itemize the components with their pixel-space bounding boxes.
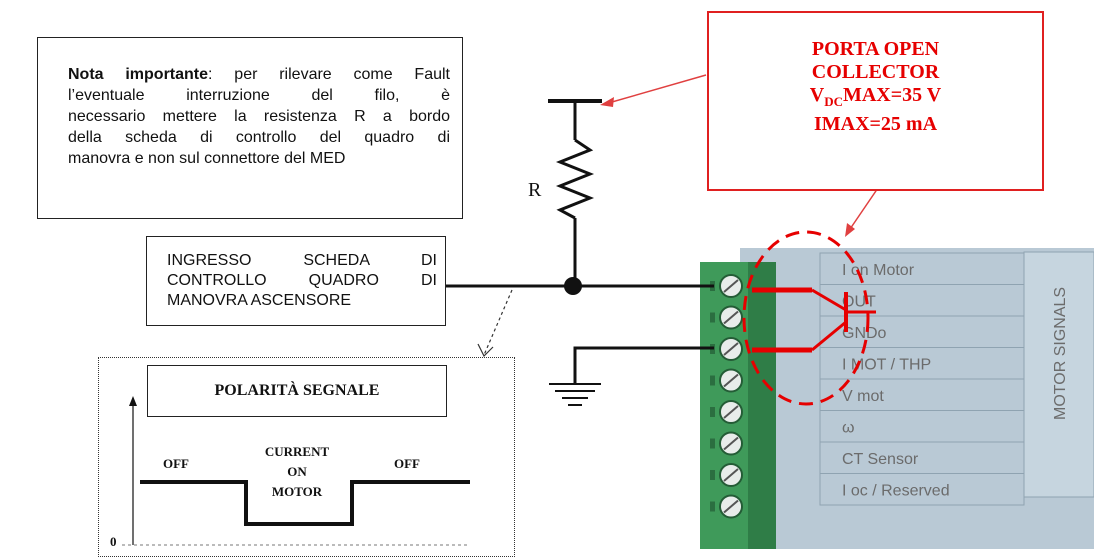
motor-signals-label: MOTOR SIGNALS — [1052, 287, 1069, 420]
terminal-notch — [710, 375, 715, 386]
porta-line-1: PORTA OPEN — [811, 38, 940, 60]
ground-wire — [573, 346, 714, 384]
terminal-notch — [710, 501, 715, 512]
screw-slot — [723, 405, 739, 419]
terminal-row — [819, 473, 1025, 506]
current-label-3: MOTOR — [272, 484, 323, 499]
terminal-notch — [710, 470, 715, 480]
arrow-to-supply-head — [600, 97, 614, 107]
pointer-line — [483, 289, 513, 356]
arrow-to-transistor — [847, 184, 881, 233]
terminal-notch — [710, 407, 715, 417]
porta-vmax: MAX=35 V — [842, 84, 942, 106]
waveform-zero-label: 0 — [110, 534, 117, 549]
polarity-title: POLARITÀ SEGNALE — [214, 382, 380, 399]
junction-dot — [564, 277, 582, 295]
note-first-line: Nota importante: per rilevare come Fault — [68, 64, 450, 85]
screw-slot — [723, 468, 739, 482]
terminal-label: GNDo — [842, 325, 887, 342]
terminal-notch — [710, 312, 715, 323]
note-title: Nota importante — [68, 66, 209, 83]
input-board-box: INGRESSO SCHEDA DI CONTROLLO QUADRO DI M… — [146, 236, 446, 326]
terminal-label: ω — [842, 420, 855, 437]
highlight-circle — [742, 230, 870, 406]
porta-line-2: COLLECTOR — [811, 61, 940, 83]
polarity-waveform — [140, 480, 470, 526]
transistor-collector — [811, 288, 847, 312]
screw-slot — [723, 310, 739, 325]
porta-v: V — [809, 84, 825, 106]
resistor-symbol — [555, 138, 595, 220]
screw-slot — [723, 279, 739, 293]
note-line-4: della scheda di controllo del quadro di — [68, 129, 450, 146]
off-left-label: OFF — [163, 456, 189, 471]
pointer-arrowhead — [477, 343, 494, 358]
terminal-label: I MOT / THP — [842, 357, 931, 374]
screw-slot — [723, 499, 739, 514]
important-note-box: Nota importante: per rilevare come Fault… — [37, 37, 463, 219]
note-line-2: l’eventuale interruzione del filo, è — [68, 87, 450, 104]
terminal-screws — [710, 274, 743, 519]
terminal-label: CT Sensor — [842, 451, 919, 468]
terminal-label: V mot — [842, 388, 884, 405]
note-line-1: : per rilevare come Fault — [208, 66, 451, 83]
screw-slot — [723, 373, 739, 388]
arrow-to-supply — [604, 74, 707, 105]
terminal-block-side — [748, 262, 776, 549]
polarity-title-box: POLARITÀ SEGNALE — [147, 365, 447, 417]
waveform-y-arrow — [129, 396, 137, 406]
terminal-label: I oc / Reserved — [842, 483, 950, 500]
motor-signals-section — [1023, 251, 1094, 498]
note-line-3: necessario mettere la resistenza R a bor… — [68, 108, 450, 125]
screw-slot — [723, 436, 739, 451]
porta-line-4: IMAX=25 mA — [813, 113, 938, 135]
screw-slot — [723, 342, 739, 356]
current-label-1: CURRENT — [265, 444, 330, 459]
off-right-label: OFF — [394, 456, 420, 471]
open-collector-box: PORTA OPEN COLLECTOR VDCMAX=35 V IMAX=25… — [707, 11, 1044, 191]
note-line-5: manovra e non sul connettore del MED — [68, 150, 346, 167]
terminal-notch — [710, 438, 715, 449]
input-line-1: INGRESSO SCHEDA DI — [167, 252, 437, 269]
input-line-3: MANOVRA ASCENSORE — [167, 292, 352, 309]
porta-v-sub: DC — [824, 94, 843, 109]
porta-line-3: VDCMAX=35 V — [709, 84, 1042, 113]
terminal-label: I on Motor — [842, 262, 915, 279]
arrow-to-transistor-head — [845, 223, 855, 237]
current-label-2: ON — [287, 464, 307, 479]
resistor-label: R — [528, 179, 542, 201]
transistor-emitter — [811, 320, 847, 352]
input-line-2: CONTROLLO QUADRO DI — [167, 272, 437, 289]
